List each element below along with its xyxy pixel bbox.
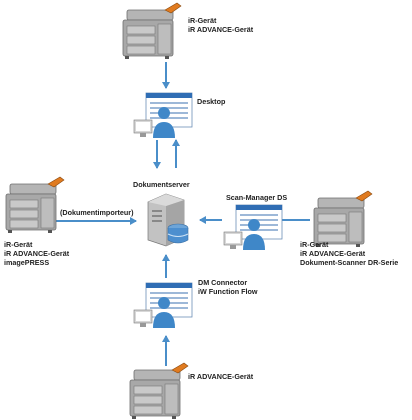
desktop-label: Desktop: [197, 97, 226, 106]
device-right-line1: iR-Gerät: [300, 240, 329, 249]
device-left-label: iR-Gerät iR ADVANCE-Gerät imagePRESS: [4, 240, 69, 267]
workstation-icon: [133, 92, 193, 138]
device-top-label: iR-Gerät iR ADVANCE-Gerät: [188, 16, 253, 34]
importer-label: (Dokumentimporteur): [60, 208, 134, 217]
device-right-line3: Dokument-Scanner DR-Serie: [300, 258, 399, 267]
connector-line2: iW Function Flow: [198, 287, 258, 296]
connector-label: DM Connector iW Function Flow: [198, 278, 257, 296]
workstation-icon: [133, 282, 193, 328]
device-right-line2: iR ADVANCE-Gerät: [300, 249, 366, 258]
server-icon: [147, 193, 189, 247]
device-left-line2: iR ADVANCE-Gerät: [4, 249, 70, 258]
server-label: Dokumentserver: [133, 180, 190, 189]
mfp-device-icon: [122, 2, 182, 59]
device-top-line1: iR-Gerät: [188, 16, 217, 25]
device-right-label: iR-Gerät iR ADVANCE-Gerät Dokument-Scann…: [300, 240, 398, 267]
scan-manager-label: Scan-Manager DS: [226, 193, 288, 202]
connector-line1: DM Connector: [198, 278, 248, 287]
device-top-line2: iR ADVANCE-Gerät: [188, 25, 254, 34]
mfp-device-icon: [313, 190, 373, 247]
mfp-device-icon: [129, 362, 189, 419]
device-left-line3: imagePRESS: [4, 258, 50, 267]
mfp-device-icon: [5, 176, 65, 233]
workstation-icon: [223, 204, 283, 250]
device-left-line1: iR-Gerät: [4, 240, 33, 249]
device-bottom-label: iR ADVANCE-Gerät: [188, 372, 253, 381]
device-bottom-line1: iR ADVANCE-Gerät: [188, 372, 254, 381]
